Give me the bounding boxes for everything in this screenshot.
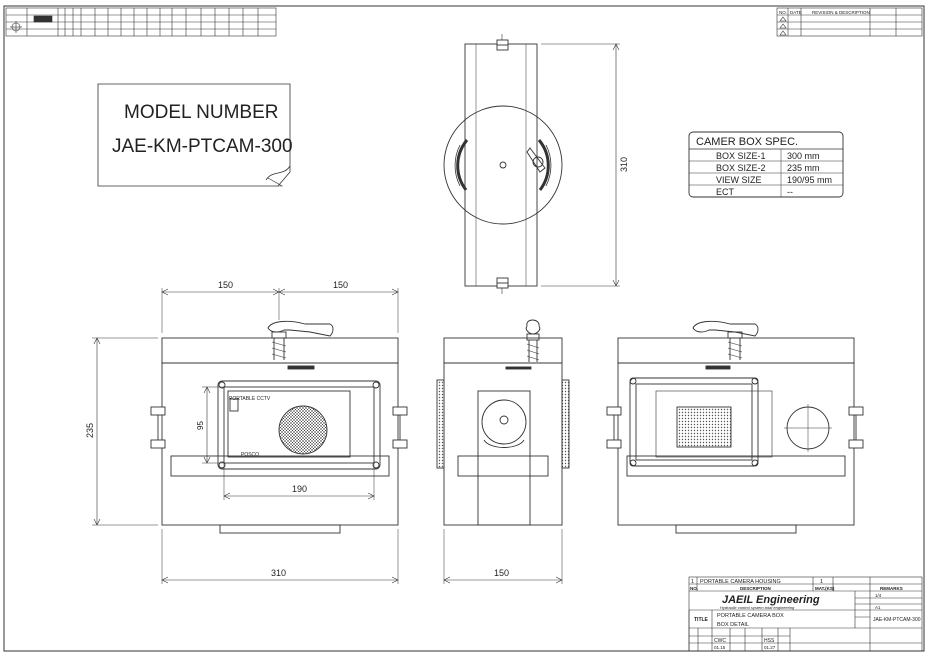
date-checked: 01.27: [764, 645, 776, 650]
scale-value: 1/4: [875, 593, 882, 598]
rev-date-label: DATE: [790, 10, 802, 15]
spec-title: CAMER BOX SPEC.: [696, 136, 798, 148]
dim-side-width: 150: [494, 568, 509, 578]
item-qty: 1: [820, 579, 823, 585]
tolerance-table: [5, 7, 277, 37]
model-heading: MODEL NUMBER: [124, 102, 278, 123]
size-value: A1: [875, 605, 881, 610]
drawn-by: CWC: [714, 638, 726, 644]
spec-row-1-value: 300 mm: [787, 151, 820, 161]
item-desc: PORTABLE CAMERA HOUSING: [700, 579, 781, 585]
front-view: [92, 288, 408, 584]
dim-window-height: 95: [196, 421, 205, 430]
revision-block: NO. DATE REVISION & DESCRIPTION: [776, 7, 923, 37]
spec-row-1-label: BOX SIZE-1: [716, 151, 766, 161]
date-drawn: 01.15: [714, 645, 726, 650]
spec-row-2-value: 235 mm: [787, 163, 820, 173]
company-subtitle: Hydraulic control system total engineeri…: [720, 605, 795, 610]
spec-row-4-label: ECT: [716, 187, 735, 197]
drawing-frame: [3, 5, 925, 652]
side-view: [436, 319, 570, 584]
checked-by: HSS: [764, 638, 775, 644]
top-view: [443, 34, 620, 294]
dim-front-right: 150: [333, 280, 348, 290]
drawing-number: JAE-KM-PTCAM-300: [873, 617, 921, 623]
desc-label: DESCRIPTION: [740, 586, 771, 591]
title-line-1: PORTABLE CAMERA BOX: [717, 613, 784, 619]
item-no: 1: [691, 579, 694, 585]
spec-row-3-value: 190/95 mm: [787, 175, 832, 185]
mat-label: MAT.(KS): [815, 586, 835, 591]
model-number-box: MODEL NUMBER JAE-KM-PTCAM-300: [97, 83, 293, 187]
dim-window-width: 190: [292, 484, 307, 494]
spec-row-2-label: BOX SIZE-2: [716, 163, 766, 173]
rev-desc-label: REVISION & DESCRIPTION: [812, 10, 870, 15]
spec-table: CAMER BOX SPEC. BOX SIZE-1 300 mm BOX SI…: [688, 131, 844, 198]
no-label: NO.: [690, 586, 698, 591]
spec-row-4-value: --: [787, 187, 793, 197]
title-block-text: 1 PORTABLE CAMERA HOUSING 1 NO. DESCRIPT…: [690, 579, 921, 650]
title-label: TITLE: [694, 617, 709, 623]
label-posco: POSCO: [241, 452, 259, 458]
dim-front-height: 235: [85, 423, 95, 438]
rev-no-label: NO.: [779, 10, 787, 15]
title-line-2: BOX DETAIL: [717, 622, 749, 628]
label-portable-cctv: PORTABLE CCTV: [229, 396, 271, 402]
rear-view: [606, 320, 864, 534]
company-name: JAEIL Engineering: [722, 594, 820, 606]
model-number: JAE-KM-PTCAM-300: [112, 136, 293, 157]
remarks-label: REMARKS: [880, 586, 903, 591]
dim-front-total: 310: [271, 568, 286, 578]
title-block: [688, 576, 923, 652]
dim-top-height: 310: [619, 157, 629, 172]
spec-row-3-label: VIEW SIZE: [716, 175, 762, 185]
dim-front-left: 150: [218, 280, 233, 290]
